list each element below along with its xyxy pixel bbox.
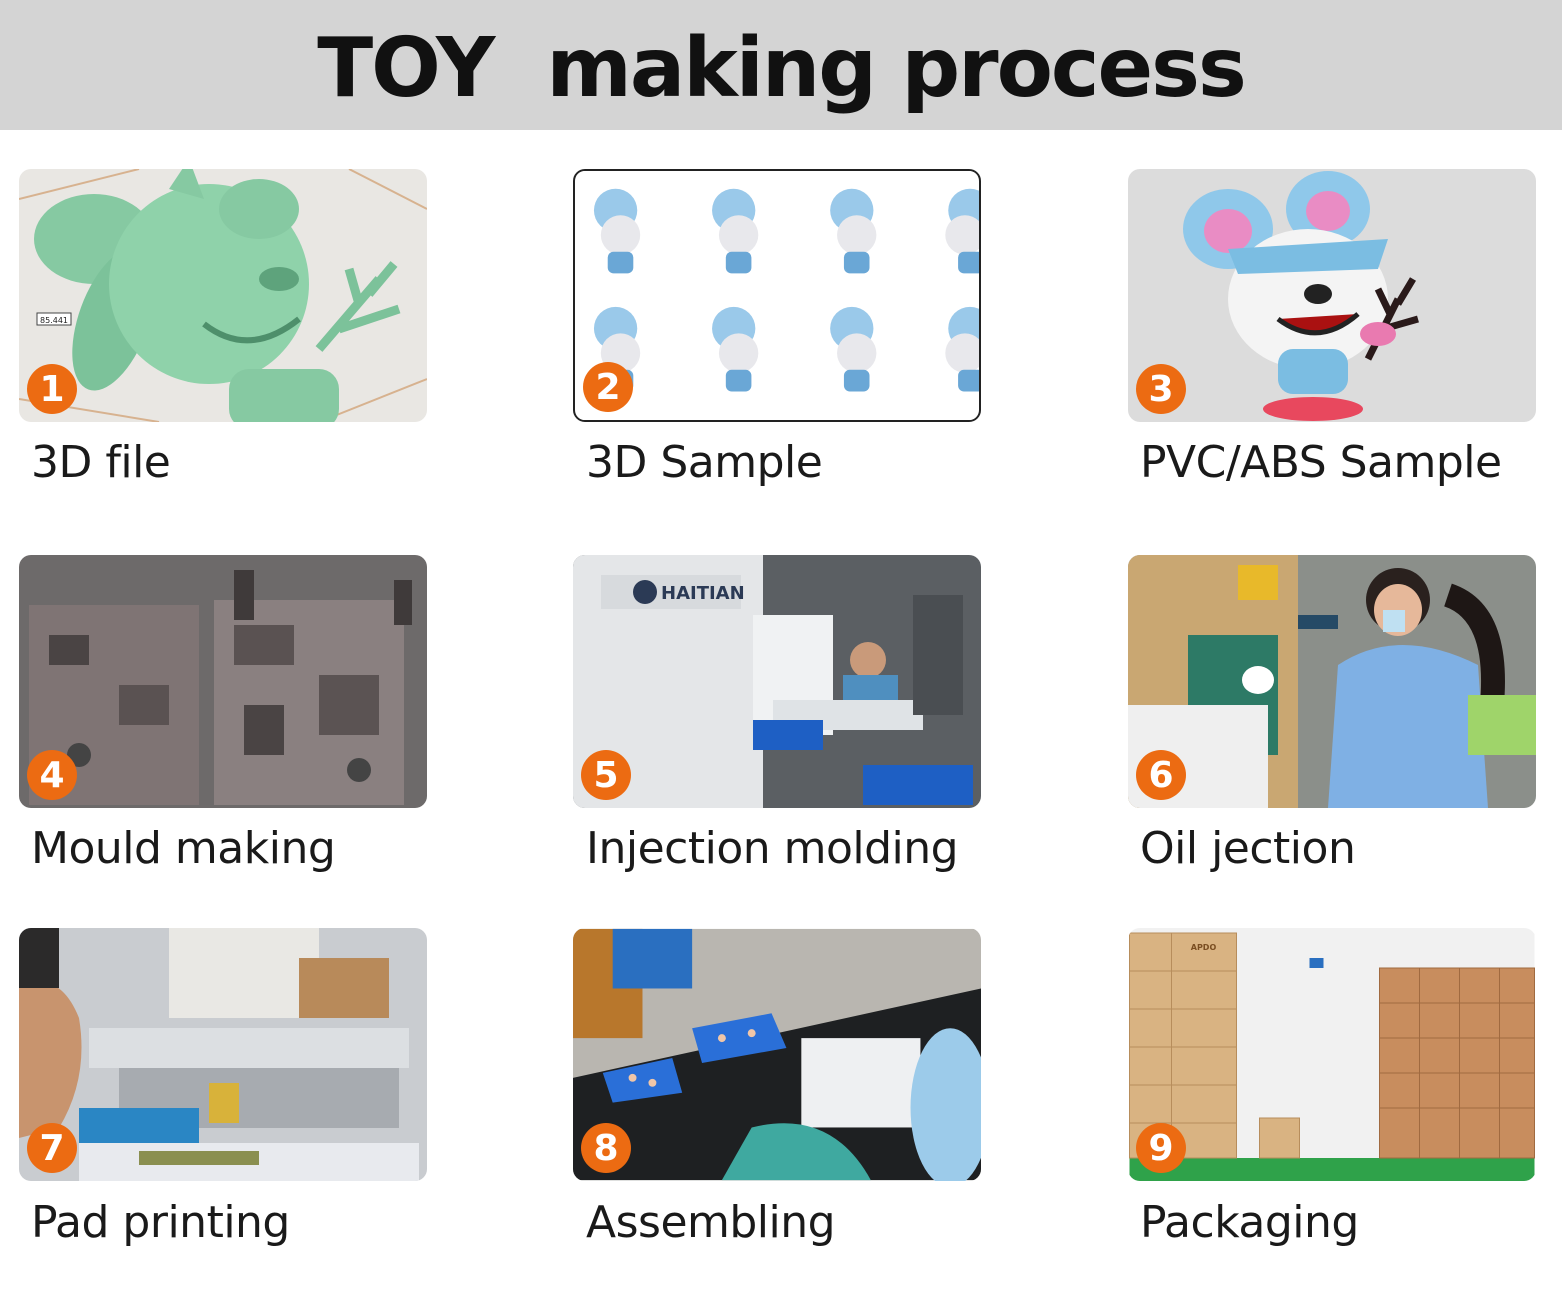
step-8-image: 8 [573,928,981,1181]
page-title: TOY making process [317,21,1247,116]
step-3-image: 3 [1128,169,1536,422]
box-brand: APDO [1191,943,1217,952]
step-3-label: PVC/ABS Sample [1140,437,1502,488]
step-badge: 8 [581,1123,631,1173]
machine-brand: HAITIAN [661,583,745,604]
step-7-image: 7 [19,928,427,1181]
dimension-tag: 85.441 [40,316,68,325]
step-5-label: Injection molding [586,823,959,874]
step-8-label: Assembling [586,1197,836,1248]
step-1-label: 3D file [31,437,171,488]
step-6-label: Oil jection [1140,823,1356,874]
step-6-image: 6 [1128,555,1536,808]
title-banner [0,0,1562,130]
step-badge: 5 [581,750,631,800]
step-badge: 1 [27,364,77,414]
step-2-label: 3D Sample [586,437,823,488]
step-7-label: Pad printing [31,1197,290,1248]
step-badge: 3 [1136,364,1186,414]
step-2-image: 2 [573,169,981,422]
step-9-image: APDO 9 [1128,928,1536,1181]
step-4-image: 4 [19,555,427,808]
step-badge: 4 [27,750,77,800]
step-5-image: HAITIAN 5 [573,555,981,808]
step-badge: 7 [27,1123,77,1173]
step-9-label: Packaging [1140,1197,1359,1248]
step-badge: 9 [1136,1123,1186,1173]
step-badge: 2 [583,362,633,412]
step-1-image: 85.441 1 [19,169,427,422]
step-4-label: Mould making [31,823,336,874]
step-badge: 6 [1136,750,1186,800]
